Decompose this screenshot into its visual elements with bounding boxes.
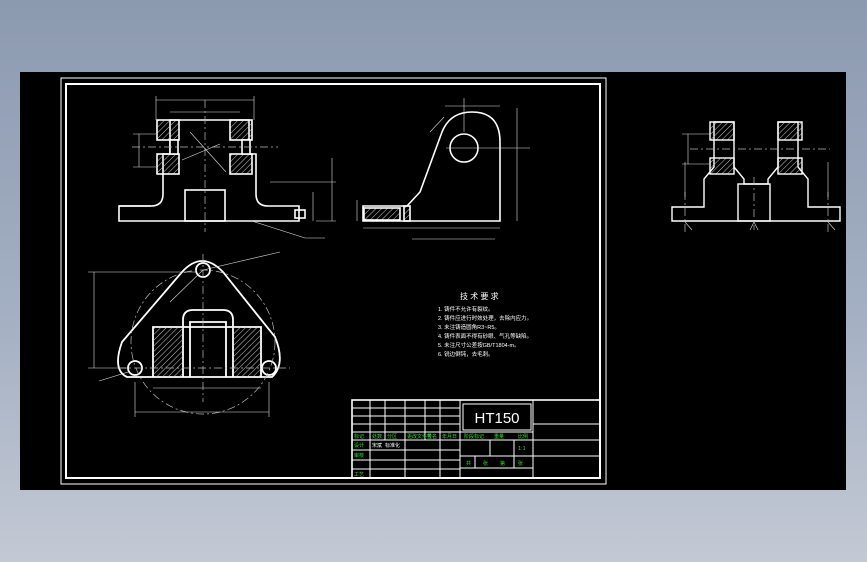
material-box [462,403,532,431]
detail-view [671,121,841,222]
header-cell: 分区 [387,433,397,440]
tech-req-item: 5. 未注尺寸公差按GB/T1804-m。 [438,341,520,349]
side-view-dimensions [356,98,530,240]
stage-label: 重量 [494,433,504,440]
tech-req-title: 技 术 要 求 [460,291,499,301]
tech-req-item: 2. 铸件应进行时效处理，去除内应力。 [438,314,532,322]
cad-drawing: 技 术 要 求 1. 铸件不允许有裂纹。 2. 铸件应进行时效处理，去除内应力。… [60,77,841,485]
sheet-label: 张 [483,460,488,467]
front-view-dimensions [133,96,336,239]
header-cell: 年月日 [442,433,457,440]
tech-req-item: 1. 铸件不允许有裂纹。 [438,305,494,313]
sheet-label: 张 [518,460,523,467]
front-view [118,119,306,222]
material-label: HT150 [474,410,519,427]
title-block-sheet: 共 张 第 张 [466,460,523,467]
stage-label: 比例 [518,433,528,440]
header-cell: 标记 [354,433,364,440]
row-designer: 标准化 [385,442,400,449]
row-label: 工艺 [354,472,364,478]
header-cell: 处数 [372,433,382,440]
title-block [351,399,601,479]
sheet-label: 第 [500,460,505,467]
title-block-header-cells: 标记 处数 分区 更改文件号 签名 年月日 [354,433,457,440]
title-block-stage: 阶段标记 重量 比例 1:1 [464,433,528,452]
detail-view-centerlines [684,148,830,232]
row-label: 审核 [354,452,364,459]
row-designer-name: 宋斌 [372,442,382,449]
top-view [117,260,281,378]
top-view-dimensions [88,251,281,417]
row-label: 设计 [354,442,364,449]
sheet-outer-border [60,77,607,485]
scale-value: 1:1 [518,446,526,452]
tech-req-item: 6. 锐边倒钝，去毛刺。 [438,350,494,358]
side-view [362,111,501,222]
header-cell: 签名 [427,433,437,440]
tech-req-item: 3. 未注铸造圆角R3~R5。 [438,323,500,331]
tech-req-item: 4. 铸件表面不得有砂眼、气孔等缺陷。 [438,332,532,340]
technical-requirements: 技 术 要 求 1. 铸件不允许有裂纹。 2. 铸件应进行时效处理，去除内应力。… [438,291,532,358]
header-cell: 更改文件号 [407,433,432,440]
sheet-inner-border [65,83,601,479]
detail-view-dimensions [682,133,836,231]
sheet-label: 共 [466,460,471,467]
cad-viewport[interactable]: 技 术 要 求 1. 铸件不允许有裂纹。 2. 铸件应进行时效处理，去除内应力。… [20,72,846,490]
top-view-centerlines [118,254,290,415]
front-view-centerlines [132,100,278,232]
stage-label: 阶段标记 [464,433,484,440]
title-block-rows: 设计 标准化 宋斌 审核 工艺 [354,442,400,478]
